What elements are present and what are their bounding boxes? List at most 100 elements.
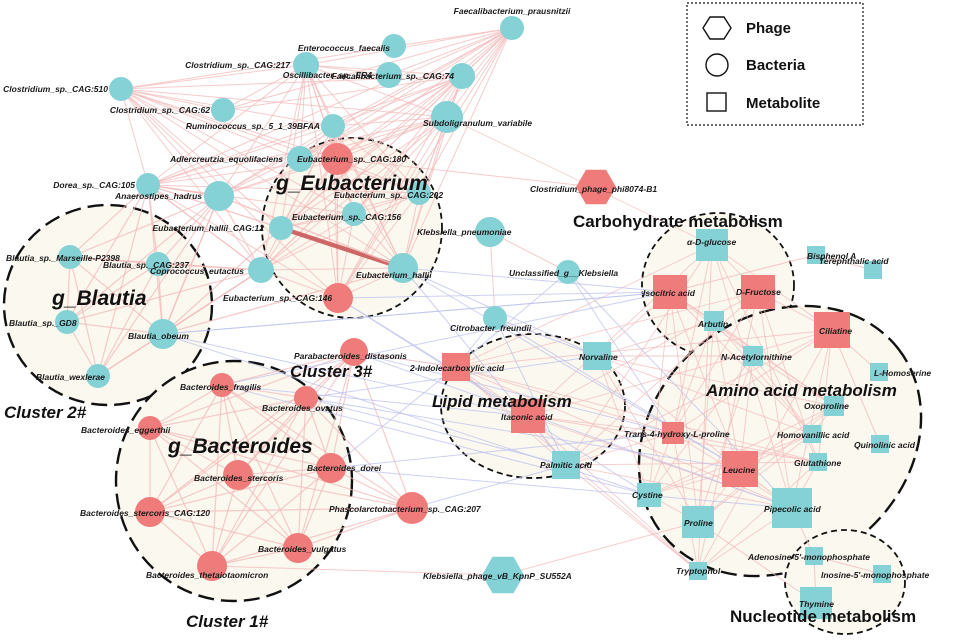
- metabolite-node-label: Norvaline: [579, 352, 618, 362]
- metabolite-node-label: Bisphenol A: [807, 251, 856, 261]
- metabolite-node[interactable]: [800, 587, 832, 619]
- metabolite-node[interactable]: [637, 483, 661, 507]
- bacteria-node[interactable]: [136, 173, 160, 197]
- bacteria-node[interactable]: [431, 101, 463, 133]
- metabolite-node[interactable]: [873, 565, 891, 583]
- edge: [697, 320, 715, 523]
- bacteria-node[interactable]: [248, 257, 274, 283]
- metabolite-node[interactable]: [583, 342, 611, 370]
- metabolite-node[interactable]: [870, 363, 888, 381]
- bacteria-node[interactable]: [197, 551, 227, 581]
- bacteria-node[interactable]: [475, 217, 505, 247]
- metabolite-node[interactable]: [722, 451, 758, 487]
- bacteria-node[interactable]: [135, 497, 165, 527]
- bacteria-node[interactable]: [58, 245, 82, 269]
- cluster-label-1: Cluster 1#: [186, 612, 269, 631]
- bacteria-node[interactable]: [323, 283, 353, 313]
- metabolite-node[interactable]: [662, 422, 684, 444]
- bacteria-node[interactable]: [109, 77, 133, 101]
- bacteria-node-label: Oscillibacter_sp._ER4: [283, 70, 373, 80]
- bacteria-node[interactable]: [388, 253, 418, 283]
- metabolite-node[interactable]: [807, 246, 825, 264]
- edge: [149, 397, 307, 429]
- bacteria-node[interactable]: [86, 364, 110, 388]
- metabolite-node[interactable]: [805, 547, 823, 565]
- edge: [711, 244, 819, 463]
- edge: [120, 88, 224, 111]
- metabolite-node[interactable]: [511, 399, 545, 433]
- metabolite-node[interactable]: [653, 275, 687, 309]
- bacteria-node[interactable]: [449, 63, 475, 89]
- edge: [353, 351, 674, 434]
- metabolite-node[interactable]: [824, 396, 844, 416]
- metabolite-node[interactable]: [814, 312, 850, 348]
- metabolite-node[interactable]: [741, 275, 775, 309]
- edge: [336, 158, 597, 188]
- bacteria-node[interactable]: [204, 181, 234, 211]
- bacteria-node[interactable]: [342, 202, 366, 226]
- metabolite-node[interactable]: [552, 451, 580, 479]
- edge: [162, 269, 262, 335]
- bacteria-node[interactable]: [407, 181, 431, 205]
- metabolite-node[interactable]: [871, 435, 889, 453]
- metabolite-node[interactable]: [689, 562, 707, 580]
- bacteria-node[interactable]: [146, 252, 170, 276]
- edge: [280, 64, 307, 229]
- bacteria-node-label: Citrobacter_freundii: [450, 323, 532, 333]
- edge: [713, 320, 741, 470]
- phage-node[interactable]: [576, 169, 616, 205]
- bacteria-node[interactable]: [382, 34, 406, 58]
- bacteria-node-label: Eubacterium_hallii_CAG:12: [153, 223, 265, 233]
- metabolite-node[interactable]: [696, 229, 728, 261]
- bacteria-node-label: Faecalibacterium_prausnitzii: [454, 6, 571, 16]
- bacteria-node[interactable]: [148, 319, 178, 349]
- edge: [120, 64, 307, 90]
- bacteria-node[interactable]: [283, 533, 313, 563]
- metabolite-node[interactable]: [442, 353, 470, 381]
- bacteria-node[interactable]: [483, 306, 507, 330]
- edge: [221, 384, 307, 399]
- edge: [280, 75, 463, 229]
- metabolite-node[interactable]: [772, 488, 812, 528]
- edge: [120, 88, 355, 215]
- bacteria-node[interactable]: [293, 52, 319, 78]
- bacteria-node[interactable]: [396, 492, 428, 524]
- bacteria-node[interactable]: [223, 460, 253, 490]
- bacteria-node[interactable]: [316, 453, 346, 483]
- metabolite-node[interactable]: [864, 261, 882, 279]
- bacteria-node[interactable]: [321, 143, 353, 175]
- edge: [237, 397, 307, 476]
- bacteria-node[interactable]: [556, 260, 580, 284]
- cluster-label-3: Cluster 3#: [290, 362, 373, 381]
- edge: [149, 427, 413, 509]
- bacteria-node[interactable]: [210, 373, 234, 397]
- metabolite-node[interactable]: [682, 506, 714, 538]
- edge: [337, 291, 671, 299]
- metabolite-node[interactable]: [809, 453, 827, 471]
- bacteria-node[interactable]: [287, 146, 313, 172]
- edge: [332, 125, 420, 194]
- phage-node[interactable]: [482, 556, 524, 594]
- bacteria-node[interactable]: [55, 310, 79, 334]
- edge: [66, 263, 159, 323]
- metabolite-node[interactable]: [704, 311, 724, 331]
- edge: [672, 432, 819, 463]
- metabolite-node[interactable]: [803, 425, 821, 443]
- metabolite-node-label: N-Acetylornithine: [721, 352, 792, 362]
- metabolite-node-label: D-Fructose: [736, 287, 781, 297]
- bacteria-node[interactable]: [294, 386, 318, 410]
- metabolite-node[interactable]: [743, 346, 763, 366]
- metabolite-node-label: Isocitric acid: [643, 288, 696, 298]
- bacteria-node[interactable]: [269, 216, 293, 240]
- bacteria-node-label: Eubacterium_sp._CAG:146: [223, 293, 332, 303]
- edge: [162, 333, 529, 417]
- bacteria-node[interactable]: [321, 114, 345, 138]
- edge: [211, 467, 332, 567]
- bacteria-node[interactable]: [376, 62, 402, 88]
- edge: [332, 75, 463, 127]
- edge: [697, 521, 817, 604]
- bacteria-node[interactable]: [500, 16, 524, 40]
- bacteria-node[interactable]: [138, 416, 162, 440]
- bacteria-node[interactable]: [211, 98, 235, 122]
- bacteria-node[interactable]: [340, 338, 368, 366]
